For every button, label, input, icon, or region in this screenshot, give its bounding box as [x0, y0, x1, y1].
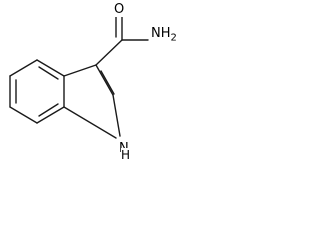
nh-symbol: NH [151, 26, 171, 41]
bond-c7-c6 [9, 59, 38, 77]
oxygen-symbol: O [114, 2, 125, 17]
double-bond-inner-2 [38, 66, 59, 80]
bond-c3a-c7a [9, 106, 38, 124]
subscript-2: 2 [170, 32, 177, 44]
bond-c6-c5 [36, 59, 65, 77]
double-bond-c2-c3 [100, 70, 115, 95]
double-bond-inner-3 [38, 103, 59, 117]
bond-c3-c2 [95, 64, 114, 96]
bond-c3-carbonyl [95, 39, 123, 66]
bond-group [9, 16, 149, 139]
indole-3-carboxamide-structure [9, 16, 149, 139]
amide-nitrogen-label: NH2 [151, 27, 177, 46]
h-symbol: H [121, 148, 131, 162]
ring-nh-hydrogen-label: H [121, 148, 131, 162]
bond-c3a-c3 [63, 64, 97, 77]
structure-canvas: O NH2 N H [0, 0, 186, 162]
bond-c2-n1 [112, 94, 121, 137]
oxygen-atom-label: O [114, 2, 125, 17]
bond-n1-c7a [63, 106, 117, 139]
bond-c4-c3a [36, 106, 65, 124]
